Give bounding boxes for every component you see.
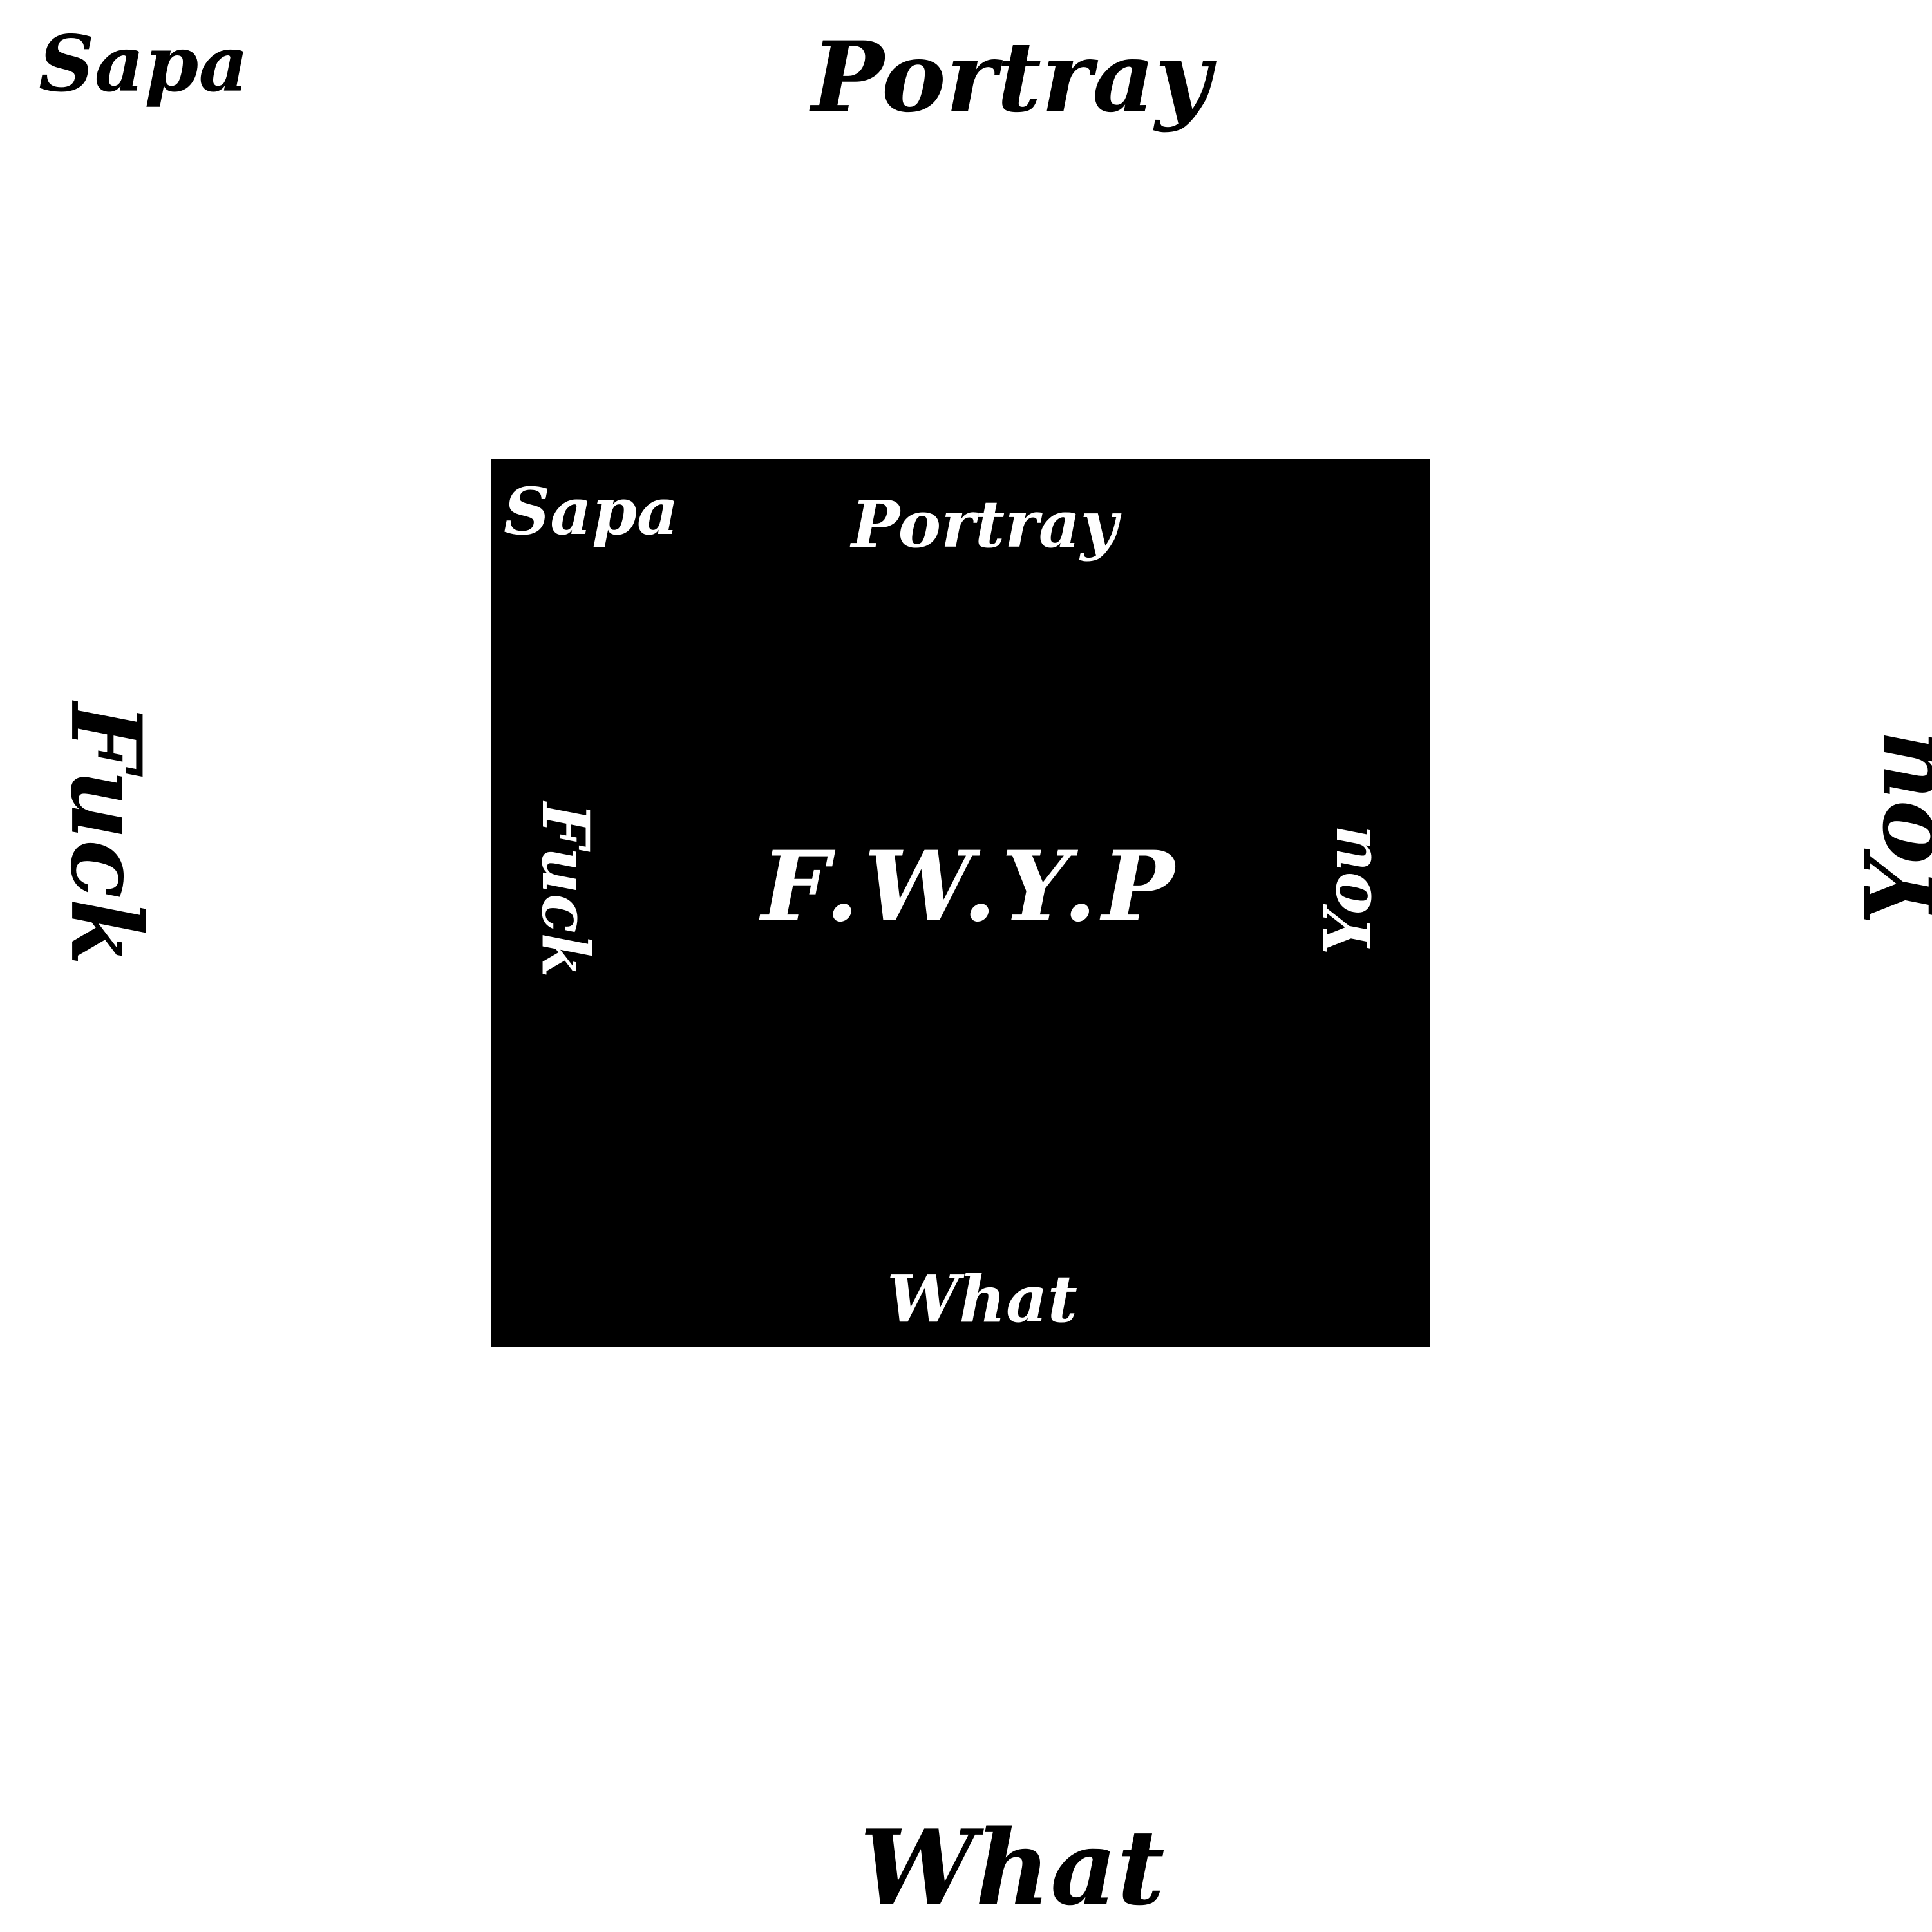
- outer-word-what: What: [860, 1807, 1165, 1928]
- inner-word-portray: Portray: [851, 486, 1118, 562]
- inner-word-what: What: [887, 1261, 1077, 1337]
- inner-word-you: You: [1310, 824, 1387, 956]
- inner-word-left: Fuck: [527, 802, 604, 978]
- black-square: Sapa Portray Fuck You What F.W.Y.P: [491, 459, 1430, 1347]
- outer-word-portray: Portray: [811, 21, 1211, 134]
- outer-word-sapa: Sapa: [39, 19, 249, 109]
- inner-word-sapa: Sapa: [504, 473, 679, 549]
- outer-word-you: You: [1844, 730, 1932, 925]
- outer-word-left: Fuck: [49, 702, 163, 966]
- center-title: F.W.Y.P: [761, 830, 1180, 943]
